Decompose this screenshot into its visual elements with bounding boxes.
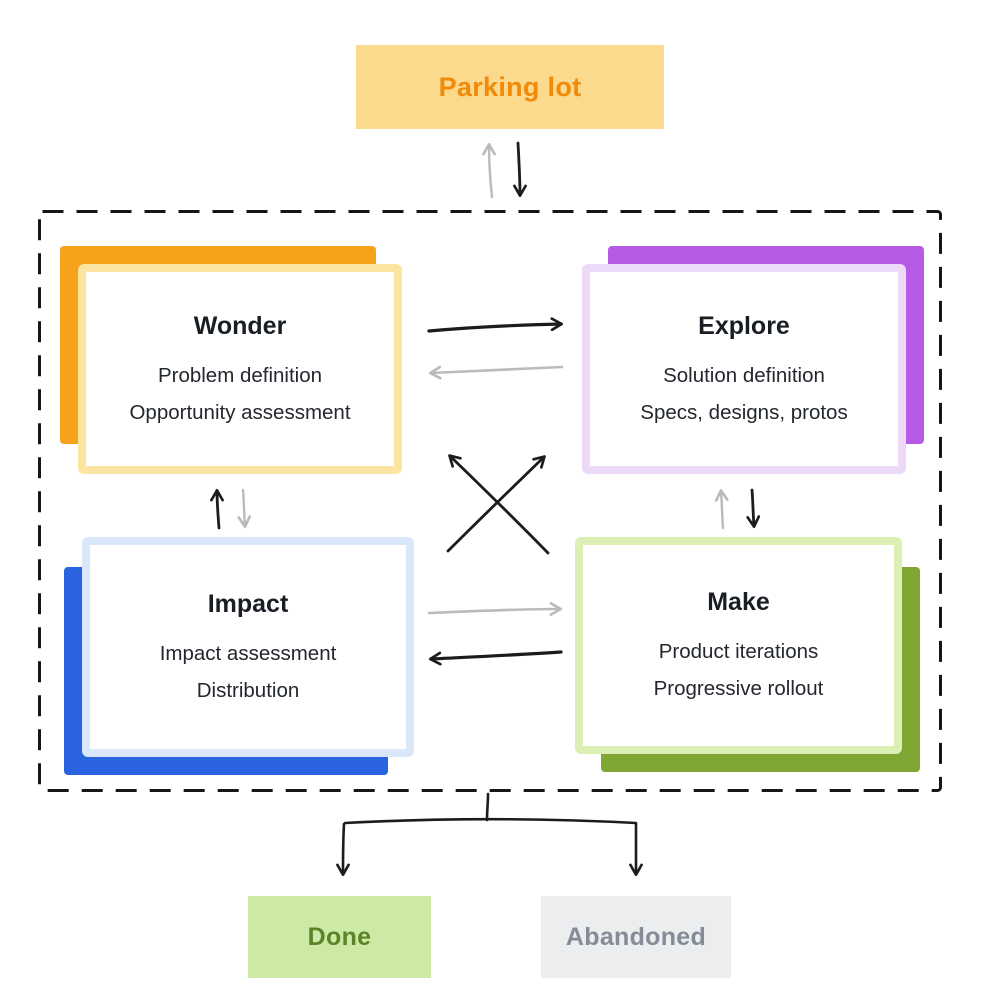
- wonder-line-2: Opportunity assessment: [129, 400, 351, 424]
- arrow-to-done: [336, 822, 350, 877]
- parking-lot-box: Parking lot: [356, 45, 664, 129]
- exit-split-line: [343, 817, 638, 825]
- make-card: Make Product iterations Progressive roll…: [575, 537, 902, 754]
- explore-line-1: Solution definition: [663, 363, 825, 387]
- wonder-card: Wonder Problem definition Opportunity as…: [78, 264, 402, 474]
- outcome-done-box: Done: [248, 896, 431, 978]
- stage-card-wonder: Wonder Problem definition Opportunity as…: [60, 246, 402, 474]
- arrow-cross-to-wonder: [448, 454, 550, 555]
- arrow-make-to-explore: [714, 488, 729, 530]
- stage-card-make: Make Product iterations Progressive roll…: [575, 537, 920, 772]
- impact-title: Impact: [207, 589, 289, 618]
- impact-card: Impact Impact assessment Distribution: [82, 537, 414, 757]
- make-line-2: Progressive rollout: [653, 677, 824, 700]
- abandoned-label: Abandoned: [565, 922, 707, 951]
- done-label: Done: [307, 922, 372, 951]
- make-line-1: Product iterations: [658, 640, 819, 664]
- arrow-loop-to-parking: [482, 142, 496, 199]
- arrow-impact-to-wonder: [210, 488, 224, 530]
- wonder-line-1: Problem definition: [157, 363, 323, 387]
- wonder-title: Wonder: [193, 311, 287, 340]
- exit-stub-line: [485, 792, 490, 822]
- arrow-explore-to-wonder: [428, 365, 564, 380]
- arrow-cross-to-explore: [446, 455, 546, 553]
- parking-lot-label: Parking lot: [438, 71, 582, 102]
- arrow-wonder-to-impact: [237, 488, 252, 529]
- stage-card-impact: Impact Impact assessment Distribution: [64, 537, 414, 775]
- impact-line-2: Distribution: [196, 678, 300, 702]
- arrow-wonder-to-explore: [427, 317, 564, 333]
- outcome-abandoned-box: Abandoned: [541, 896, 731, 978]
- explore-title: Explore: [698, 311, 790, 340]
- arrow-make-to-impact: [428, 650, 563, 666]
- make-title: Make: [707, 588, 770, 617]
- stage-card-explore: Explore Solution definition Specs, desig…: [582, 246, 924, 474]
- impact-line-1: Impact assessment: [159, 641, 337, 665]
- arrow-impact-to-make: [427, 602, 563, 616]
- arrow-explore-to-make: [746, 488, 761, 529]
- explore-card: Explore Solution definition Specs, desig…: [582, 264, 906, 474]
- arrow-parking-to-loop: [513, 141, 527, 198]
- explore-line-2: Specs, designs, protos: [640, 400, 848, 424]
